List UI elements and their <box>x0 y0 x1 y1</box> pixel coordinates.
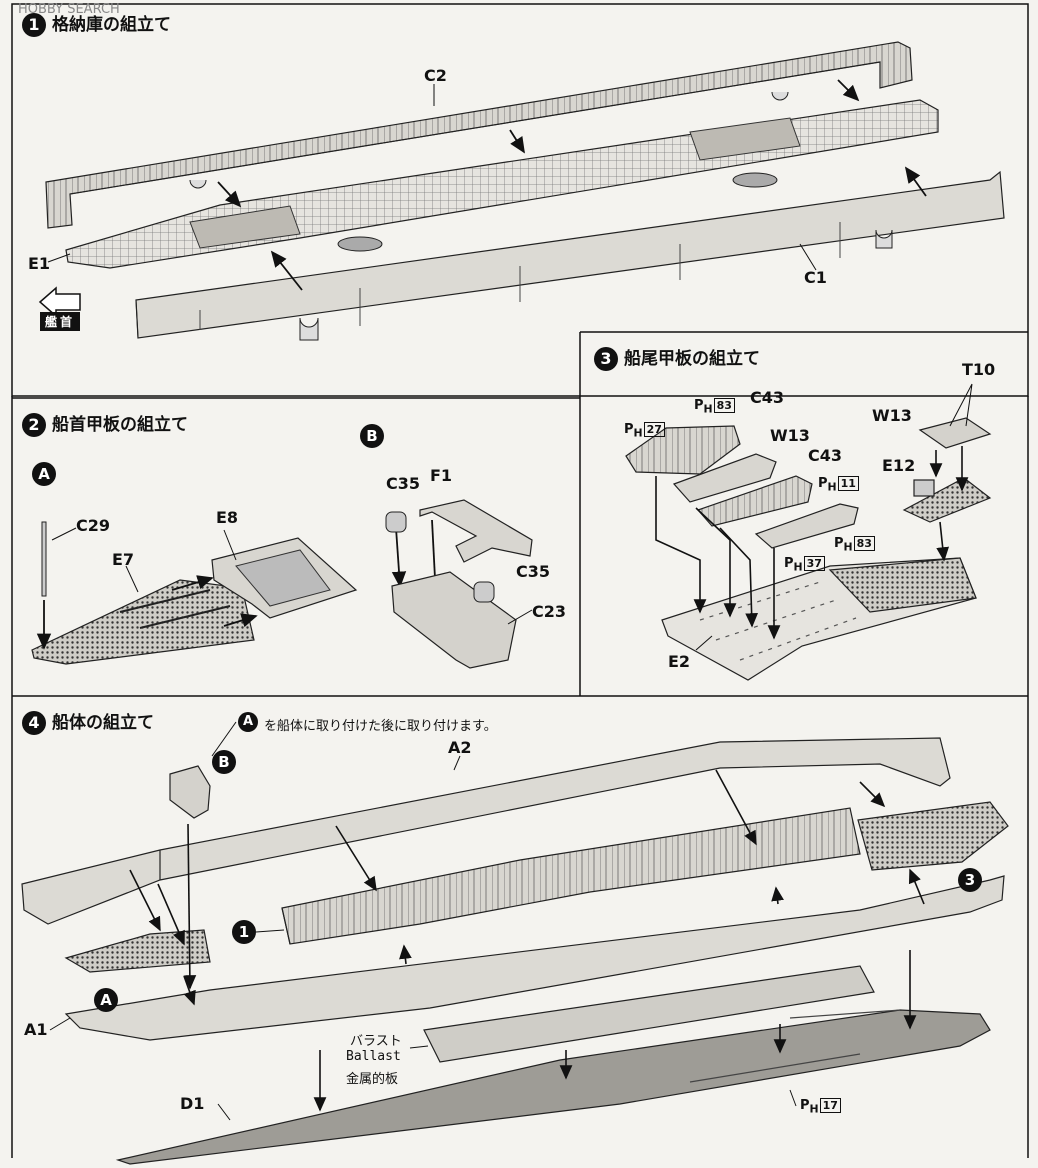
step2-number: 2 <box>22 413 46 437</box>
step1-leaders <box>47 84 817 271</box>
step4-leaders <box>49 721 797 1121</box>
step2-sub-a-marker: A <box>32 462 56 486</box>
bow-label: 艦首 <box>40 312 81 331</box>
watermark-text: HOBBY SEARCH <box>18 2 120 17</box>
part-w13-label-1: W13 <box>770 426 810 445</box>
step1-title: 1 格納庫の組立て <box>22 10 171 37</box>
part-c1-label: C1 <box>804 268 827 287</box>
step4-number: 4 <box>22 711 46 735</box>
part-c35-label-1: C35 <box>386 474 421 493</box>
step4-hangar-assembly <box>281 807 861 945</box>
step2-sub-b-marker: B <box>360 424 384 448</box>
part-c43-label-1: C43 <box>750 388 785 407</box>
step3-title-text: 船尾甲板の組立て <box>624 349 760 369</box>
part-w13-label-2: W13 <box>872 406 912 425</box>
part-e2-label: E2 <box>668 652 691 671</box>
part-a1-label: A1 <box>24 1020 48 1039</box>
step3-e2-deck <box>661 557 977 681</box>
part-a2-label: A2 <box>448 738 472 757</box>
step1-c1-side-wall <box>135 170 1005 341</box>
step2-title: 2 船首甲板の組立て <box>22 410 188 437</box>
part-e12-label: E12 <box>882 456 916 475</box>
step4-note-marker: A <box>238 712 258 732</box>
step1-c2-side-wall <box>45 41 913 229</box>
step1-title-text: 格納庫の組立て <box>52 15 171 35</box>
ballast-label-metal: 金属的板 <box>346 1072 399 1087</box>
panel-borders <box>11 3 1029 1158</box>
step4-a2-upper-hull <box>21 737 951 925</box>
part-f1-label: F1 <box>430 466 453 485</box>
step4-ballast <box>423 965 875 1063</box>
part-c23-label: C23 <box>532 602 567 621</box>
step4-title-text: 船体の組立て <box>52 713 154 733</box>
step4-arrows <box>129 769 925 1112</box>
step3-arrows <box>655 446 969 640</box>
step4-b-part <box>169 765 211 819</box>
step3-title: 3 船尾甲板の組立て <box>594 344 760 371</box>
step3-number: 3 <box>594 347 618 371</box>
step2-b-assembly <box>385 499 533 669</box>
step2-e7-bow-deck <box>31 579 255 665</box>
step4-b-marker: B <box>212 750 236 774</box>
step3-boats <box>625 425 859 549</box>
step2-leaders <box>51 527 533 625</box>
step4-a1-lower-hull <box>64 875 1005 1041</box>
part-e7-label: E7 <box>112 550 135 569</box>
step3-leaders <box>695 383 973 651</box>
part-c2-label: C2 <box>424 66 447 85</box>
ballast-label-jp: バラスト <box>350 1034 402 1049</box>
step3-t10-e12 <box>902 417 992 523</box>
step1-arrows <box>217 79 927 291</box>
ballast-label-en: Ballast <box>346 1049 401 1064</box>
part-e1-label: E1 <box>28 254 51 273</box>
step4-a-marker: A <box>94 988 118 1012</box>
part-e8-label: E8 <box>216 508 239 527</box>
step2-e8-bow-piece <box>211 537 358 619</box>
step4-note-text: を船体に取り付けた後に取り付けます。 <box>264 719 497 734</box>
step4-title: 4 船体の組立て <box>22 708 154 735</box>
step4-bow-deck <box>64 929 211 973</box>
part-c35-label-2: C35 <box>516 562 551 581</box>
step4-subassembly-1-marker: 1 <box>232 920 256 944</box>
step1-e1-hangar-deck <box>65 99 939 269</box>
step4-d1-bottom-plate <box>115 1009 991 1165</box>
part-t10-label: T10 <box>962 360 996 379</box>
step4-stern-deck <box>857 801 1009 871</box>
step2-title-text: 船首甲板の組立て <box>52 415 188 435</box>
part-d1-label: D1 <box>180 1094 205 1113</box>
part-c43-label-2: C43 <box>808 446 843 465</box>
part-c29-label: C29 <box>76 516 111 535</box>
step2-c29-mast <box>41 521 47 597</box>
step4-subassembly-3-marker: 3 <box>958 868 982 892</box>
step1-number: 1 <box>22 13 46 37</box>
